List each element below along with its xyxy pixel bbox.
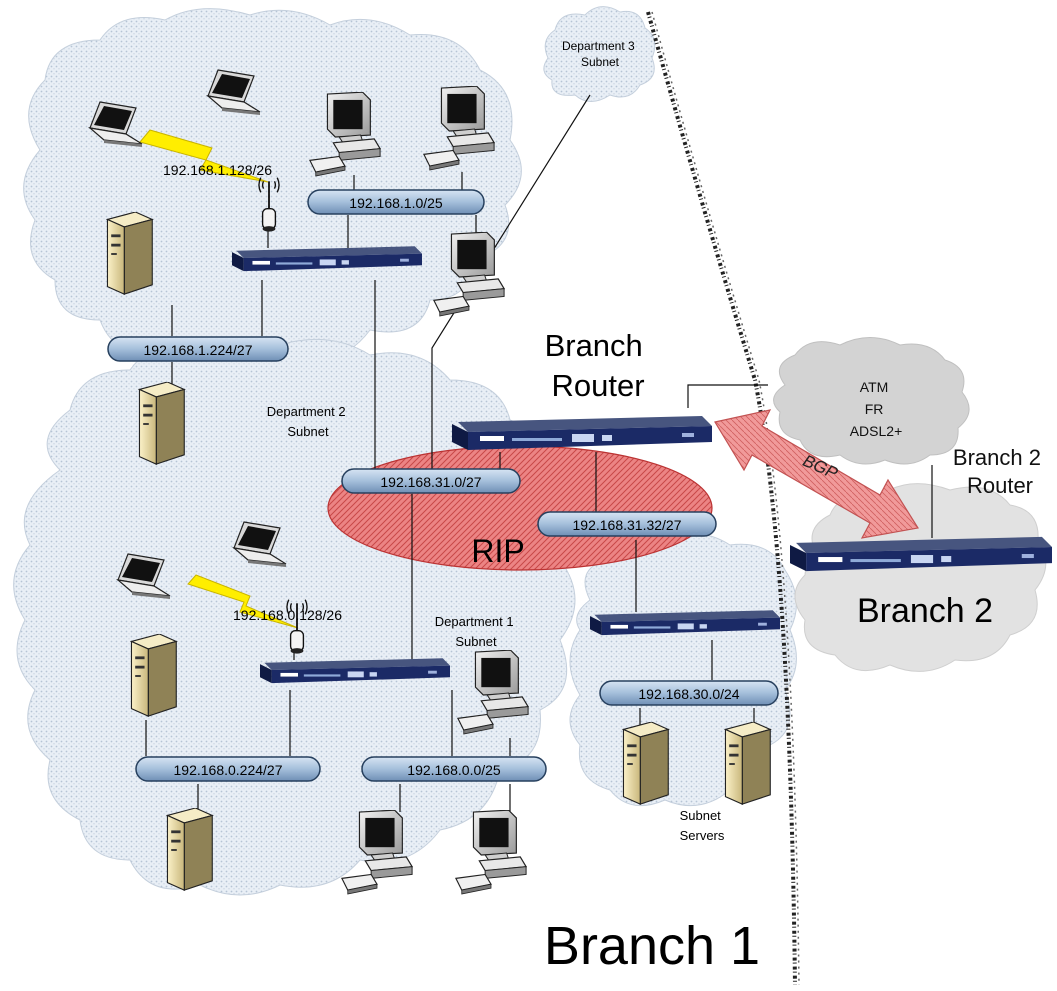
lightning-icon bbox=[139, 129, 269, 183]
wireless-subnet-label: 192.168.0.128/26 bbox=[233, 607, 342, 623]
subnet-label: 192.168.1.0/25 bbox=[349, 195, 443, 211]
subnet-label: 192.168.31.32/27 bbox=[573, 517, 682, 533]
dept1-cloud-label: Department 1 Subnet bbox=[435, 614, 517, 649]
branch-divider-line bbox=[646, 11, 797, 986]
lightning-icon bbox=[187, 574, 299, 629]
subnet-label: 192.168.31.0/27 bbox=[380, 474, 481, 490]
bus-lan_dept2_servers: 192.168.1.224/27 bbox=[107, 336, 289, 362]
subnet-label: 192.168.0.0/25 bbox=[407, 762, 501, 778]
wan-cloud bbox=[773, 337, 970, 465]
branch-divider-line-inner bbox=[651, 11, 800, 986]
branch1-title: Branch 1 bbox=[544, 916, 760, 976]
server-icon[interactable] bbox=[724, 722, 771, 805]
bus-lan_dept2_users: 192.168.1.0/25 bbox=[307, 189, 485, 215]
server-icon[interactable] bbox=[130, 634, 177, 717]
server-icon[interactable] bbox=[106, 212, 153, 295]
server-icon[interactable] bbox=[138, 382, 185, 465]
wan-cloud-label: ATM FR ADSL2+ bbox=[850, 379, 903, 439]
bus-transit_b: 192.168.31.32/27 bbox=[537, 511, 717, 537]
subnet-label: 192.168.30.0/24 bbox=[638, 686, 739, 702]
bus-transit_a: 192.168.31.0/27 bbox=[341, 468, 521, 494]
bus-lan_dept1_servers: 192.168.0.224/27 bbox=[135, 756, 321, 782]
dept3-cloud bbox=[543, 6, 656, 102]
subnet-label: 192.168.1.224/27 bbox=[144, 342, 253, 358]
branch-router-label: Branch Router bbox=[545, 328, 652, 403]
branch2-cloud bbox=[794, 483, 1047, 672]
cloud-icon bbox=[543, 6, 656, 102]
dept3-cloud-label: Department 3 Subnet bbox=[562, 39, 638, 69]
server-icon[interactable] bbox=[166, 808, 213, 891]
bgp-arrow bbox=[714, 409, 919, 539]
subnet-label: 192.168.0.224/27 bbox=[174, 762, 283, 778]
branch2-router-label: Branch 2 Router bbox=[953, 445, 1047, 498]
wireless-subnet-label: 192.168.1.128/26 bbox=[163, 162, 272, 178]
server-icon[interactable] bbox=[622, 722, 669, 805]
servers-cloud-label: Subnet Servers bbox=[680, 808, 725, 843]
workstation-icon[interactable] bbox=[455, 810, 527, 895]
rip-label: RIP bbox=[471, 533, 524, 569]
bus-lan_dept1_users: 192.168.0.0/25 bbox=[361, 756, 547, 782]
cloud-icon bbox=[773, 337, 970, 465]
branch2-title: Branch 2 bbox=[857, 592, 993, 630]
cloud-icon bbox=[794, 483, 1047, 672]
bus-lan_servers: 192.168.30.0/24 bbox=[599, 680, 779, 706]
dept2-cloud-label: Department 2 Subnet bbox=[267, 404, 349, 439]
